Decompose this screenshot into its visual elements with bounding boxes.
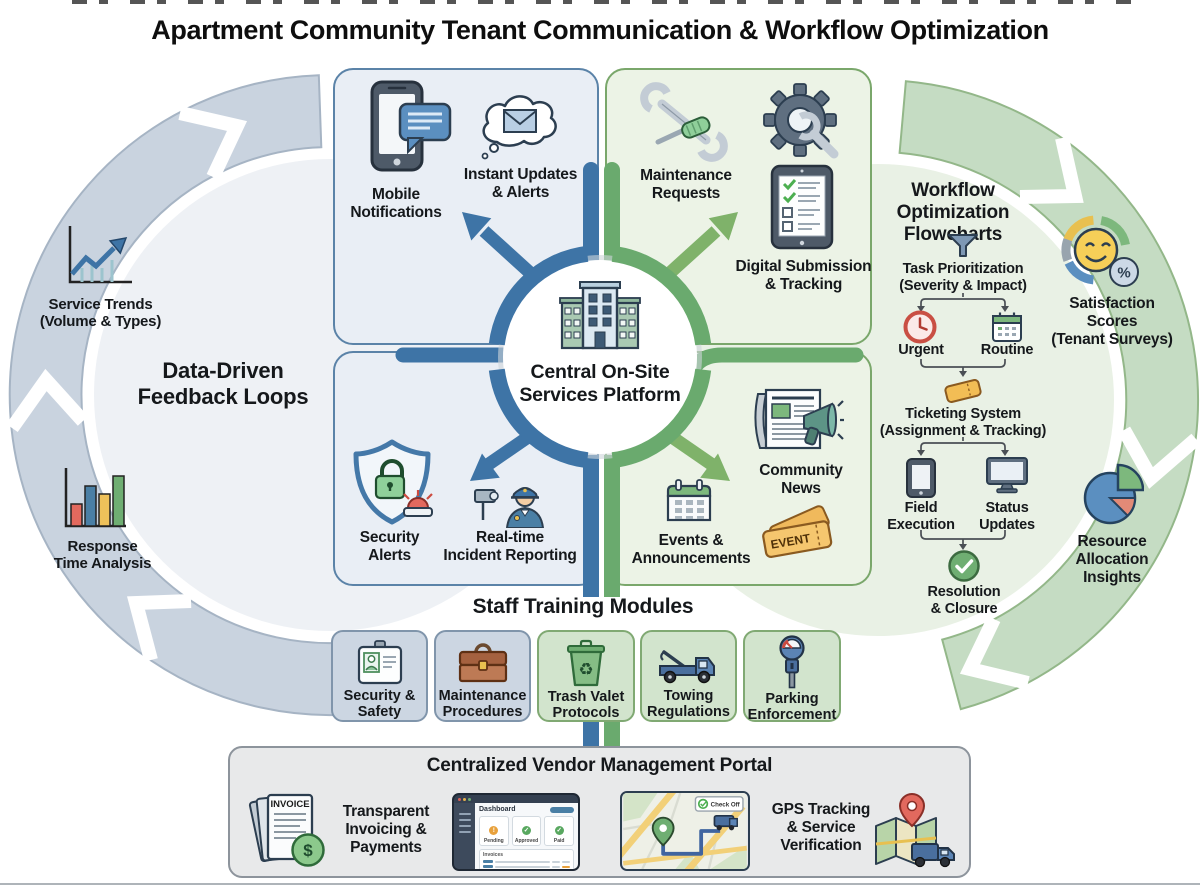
routine-label: Routine — [980, 342, 1034, 358]
invoice-text: INVOICE — [270, 799, 309, 810]
module-maintenance-procedures: Maintenance Procedures — [434, 630, 531, 722]
events-announcements-label: Events & Announcements — [631, 532, 751, 567]
ticketing-system-label: Ticketing System (Assignment & Tracking) — [879, 406, 1047, 439]
window-controls — [454, 795, 578, 803]
status-monitor-icon — [986, 457, 1028, 494]
workflow-heading: Workflow Optimization Flowcharts — [896, 180, 1010, 245]
feedback-loop-label: Data-Driven Feedback Loops — [137, 358, 309, 409]
gear-wrench-icon — [763, 83, 839, 159]
events-calendar-icon — [666, 479, 712, 522]
module-label: Towing Regulations — [647, 687, 730, 720]
top-crop-artifact — [72, 0, 1132, 4]
toolbox-icon — [458, 642, 507, 682]
parking-meter-icon — [779, 635, 805, 689]
mobile-notifications-label: Mobile Notifications — [350, 186, 442, 221]
dashboard-button — [550, 806, 574, 813]
maintenance-requests-label: Maintenance Requests — [640, 167, 732, 202]
hub-label: Central On-Site Services Platform — [519, 361, 681, 407]
invoice-icon: INVOICE $ — [248, 793, 325, 867]
check-circle-icon — [948, 550, 980, 582]
digital-submission-label: Digital Submission & Tracking — [735, 258, 872, 293]
vendor-portal-panel — [228, 746, 971, 878]
ticket-text: EVENT — [770, 531, 812, 552]
dashboard-title: Dashboard — [479, 806, 516, 813]
resource-allocation-label: Resource Allocation Insights — [1075, 533, 1149, 586]
map-truck-icon — [875, 792, 955, 868]
svg-text:♻: ♻ — [578, 660, 593, 679]
invoicing-label: Transparent Invoicing & Payments — [342, 803, 430, 856]
status-updates-label: Status Updates — [979, 500, 1035, 533]
approved-icon: ✓ — [522, 826, 531, 835]
module-label: Parking Enforcement — [747, 691, 837, 724]
id-badge-icon — [357, 639, 402, 684]
module-trash-valet: ♻ Trash Valet Protocols — [537, 630, 635, 722]
field-execution-label: Field Execution — [887, 500, 955, 533]
trend-chart-icon — [68, 226, 132, 284]
module-security-safety: Security & Safety — [331, 630, 428, 722]
staff-training-heading: Staff Training Modules — [472, 595, 694, 618]
dashboard-sidebar — [454, 803, 475, 869]
pie-chart-icon — [1083, 463, 1144, 525]
news-megaphone-icon — [754, 388, 844, 450]
urgent-label: Urgent — [898, 342, 944, 358]
vendor-dashboard-preview: Dashboard ! Pending ✓ Approved ✓ Paid In… — [452, 793, 580, 871]
module-label: Maintenance Procedures — [438, 687, 527, 720]
satisfaction-scores-label: Satisfaction Scores (Tenant Surveys) — [1051, 295, 1173, 348]
svg-text:$: $ — [303, 841, 313, 860]
funnel-icon — [948, 234, 978, 257]
trash-recycle-icon: ♻ — [567, 639, 605, 687]
task-prioritization-label: Task Prioritization (Severity & Impact) — [899, 261, 1027, 294]
building-icon — [559, 281, 641, 350]
field-tablet-icon — [906, 458, 936, 498]
status-card-approved: ✓ Approved — [511, 816, 542, 846]
phone-chat-icon — [370, 80, 452, 172]
urgent-clock-icon — [903, 310, 937, 344]
page-title: Apartment Community Tenant Communication… — [151, 15, 1049, 45]
svg-text:%: % — [1117, 265, 1130, 282]
response-time-label: Response Time Analysis — [53, 538, 152, 573]
module-towing: Towing Regulations — [640, 630, 737, 722]
dashboard-list: Invoices — [479, 849, 574, 869]
ticket-icon — [944, 378, 982, 404]
gps-map-preview: Check Off — [620, 791, 750, 871]
paid-icon: ✓ — [554, 826, 564, 835]
bottom-divider — [0, 883, 1200, 885]
shield-lock-siren-icon — [353, 439, 433, 525]
security-alerts-label: Security Alerts — [359, 529, 420, 564]
status-card-pending: ! Pending — [479, 816, 509, 846]
status-card-paid: ✓ Paid — [544, 816, 575, 846]
service-trends-label: Service Trends (Volume & Types) — [39, 296, 162, 331]
cloud-mail-icon — [481, 95, 557, 160]
route-line — [661, 829, 721, 856]
tablet-checklist-icon — [770, 164, 834, 250]
resolution-closure-label: Resolution & Closure — [927, 584, 1001, 617]
pending-icon: ! — [489, 826, 499, 835]
routine-calendar-icon — [992, 312, 1022, 342]
module-label: Security & Safety — [343, 687, 416, 720]
incident-reporting-label: Real-time Incident Reporting — [443, 529, 577, 564]
module-parking: Parking Enforcement — [743, 630, 841, 724]
map-tag-text: Check Off — [711, 801, 741, 808]
instant-updates-label: Instant Updates & Alerts — [463, 166, 578, 201]
officer-camera-icon — [474, 487, 545, 528]
bar-chart-icon — [64, 468, 126, 528]
module-label: Trash Valet Protocols — [547, 689, 625, 722]
satisfaction-smiley-icon: % — [1061, 215, 1139, 287]
community-news-label: Community News — [759, 462, 843, 497]
vendor-portal-heading: Centralized Vendor Management Portal — [426, 755, 773, 776]
tow-truck-icon — [658, 649, 715, 683]
gps-tracking-label: GPS Tracking & Service Verification — [771, 801, 871, 854]
wrench-screwdriver-icon — [640, 82, 728, 162]
event-ticket-icon: EVENT — [762, 505, 833, 558]
